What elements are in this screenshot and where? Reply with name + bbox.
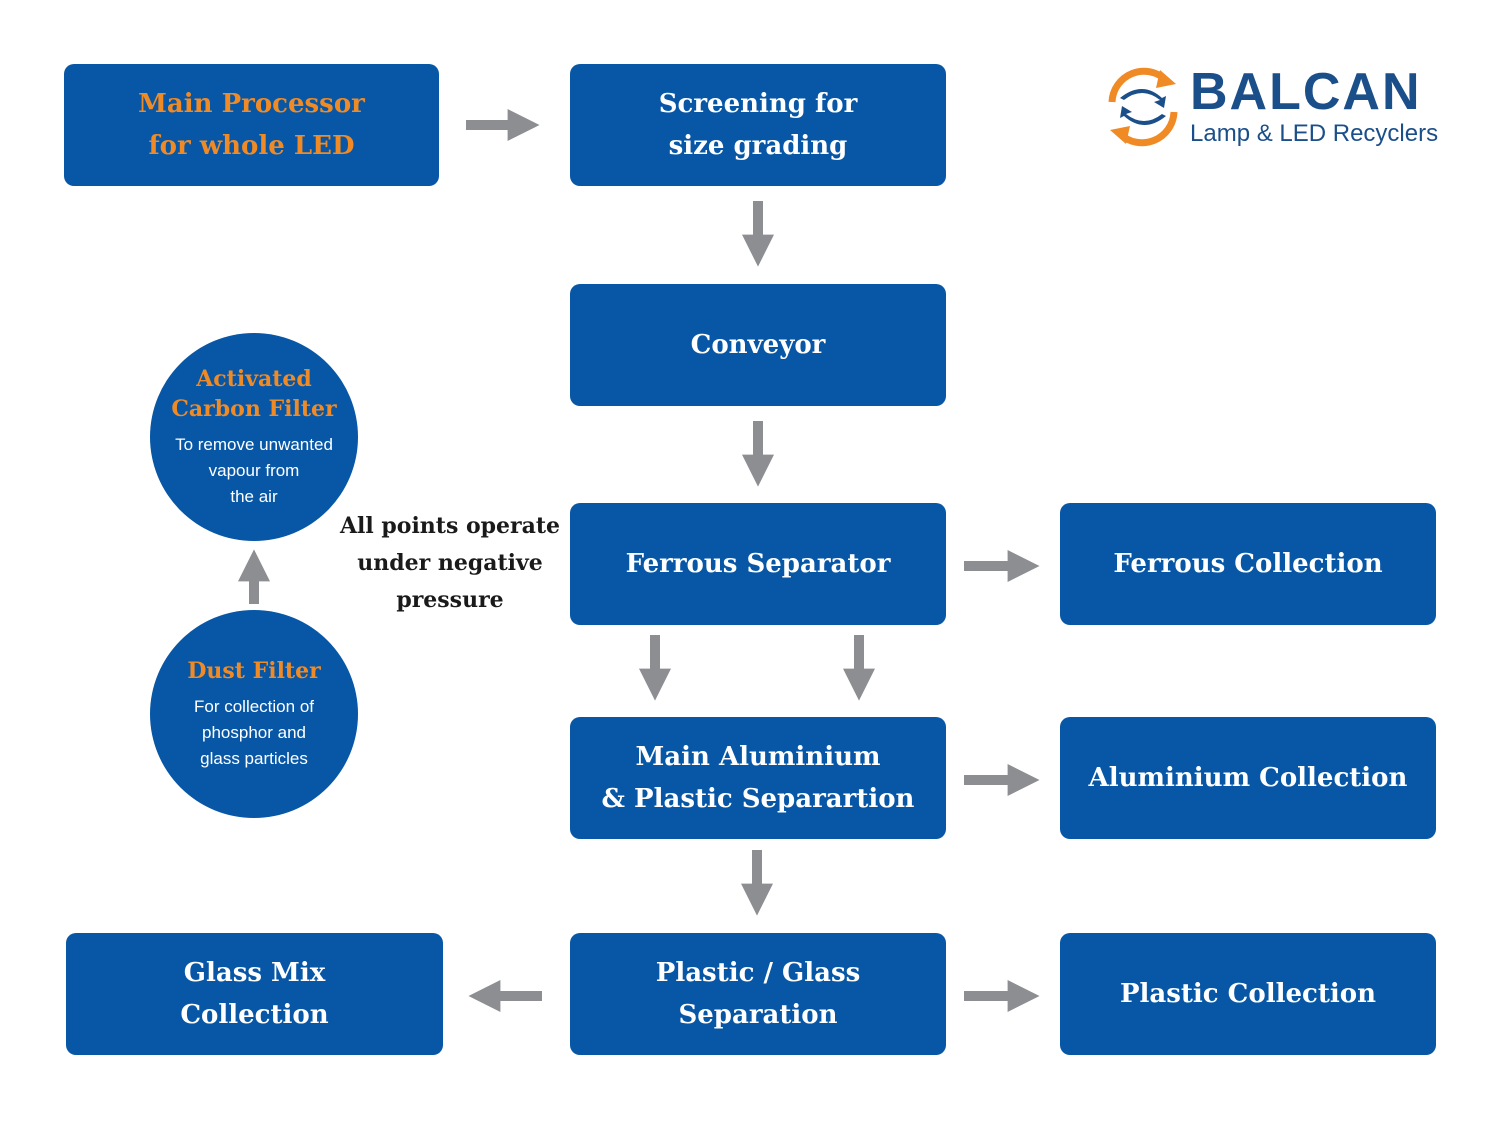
aluminium-separation-label: Main Aluminium & Plastic Separartion [601,742,915,814]
logo-name: BALCAN [1190,63,1422,121]
main-processor-label: Main Processor for whole LED [138,89,365,161]
plastic-glass-separation-label: Plastic / Glass Separation [655,958,861,1030]
plastic-glass-separation-box: Plastic / Glass Separation [570,933,946,1055]
plastic-collection-box: Plastic Collection [1060,933,1436,1055]
conveyor-label: Conveyor [690,330,826,360]
carbon-filter-circle: Activated Carbon Filter To remove unwant… [150,333,358,541]
glass-mix-collection-box: Glass Mix Collection [66,933,443,1055]
screening-box: Screening for size grading [570,64,946,186]
recycle-arrows-icon [1108,67,1178,147]
carbon-filter-title: Activated Carbon Filter [171,366,337,422]
logo-tagline: Lamp & LED Recyclers [1190,120,1439,147]
ferrous-collection-label: Ferrous Collection [1113,549,1383,579]
screening-label: Screening for size grading [658,89,858,161]
balcan-logo: BALCAN Lamp & LED Recyclers [1104,62,1444,152]
glass-mix-collection-label: Glass Mix Collection [180,958,329,1030]
aluminium-collection-label: Aluminium Collection [1088,763,1408,793]
negative-pressure-note: All points operate under negative pressu… [339,513,561,613]
plastic-collection-label: Plastic Collection [1120,979,1376,1009]
dust-filter-title: Dust Filter [187,658,321,684]
ferrous-separator-label: Ferrous Separator [625,549,891,579]
aluminium-collection-box: Aluminium Collection [1060,717,1436,839]
aluminium-separation-box: Main Aluminium & Plastic Separartion [570,717,946,839]
conveyor-box: Conveyor [570,284,946,406]
main-processor-box: Main Processor for whole LED [64,64,439,186]
dust-filter-circle: Dust Filter For collection of phosphor a… [150,610,358,818]
carbon-filter-desc: To remove unwanted vapour from the air [175,435,333,506]
ferrous-collection-box: Ferrous Collection [1060,503,1436,625]
ferrous-separator-box: Ferrous Separator [570,503,946,625]
dust-filter-desc: For collection of phosphor and glass par… [194,697,314,768]
